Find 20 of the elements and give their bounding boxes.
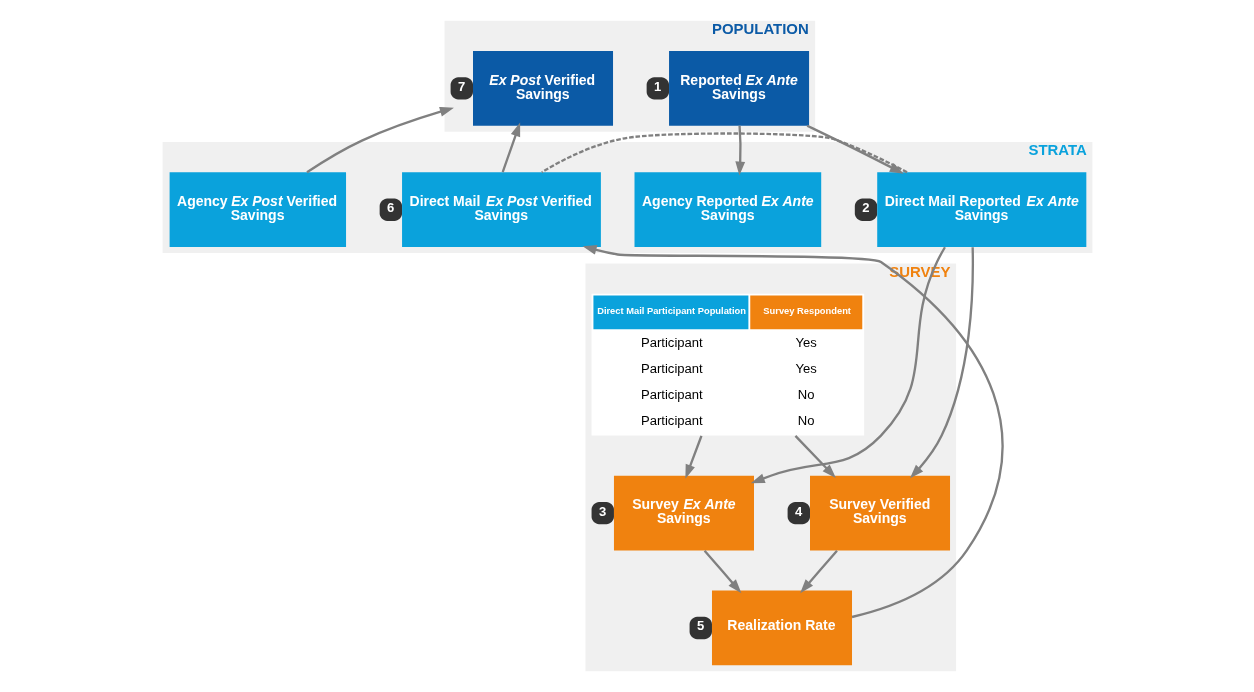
arrow — [799, 549, 838, 594]
node-box: Agency Reported Ex Ante Savings — [634, 172, 821, 248]
arrow — [909, 247, 974, 479]
arrow — [582, 245, 1004, 619]
arrow — [501, 122, 520, 173]
node-label: 4 — [794, 503, 802, 519]
node-label: 6 — [386, 200, 394, 216]
node-label: 5 — [696, 618, 704, 634]
node-label: 7 — [457, 78, 465, 94]
arrow — [684, 435, 703, 479]
arrow — [806, 124, 904, 174]
node-box: Agency Ex Post Verified Savings — [169, 172, 346, 248]
arrow — [734, 125, 745, 176]
arrow — [305, 106, 454, 174]
connector — [540, 132, 908, 174]
node-label: 3 — [598, 503, 606, 519]
arrow — [703, 549, 741, 594]
node-label: 2 — [861, 200, 870, 216]
arrow — [794, 435, 836, 478]
node-label: 1 — [653, 78, 661, 94]
